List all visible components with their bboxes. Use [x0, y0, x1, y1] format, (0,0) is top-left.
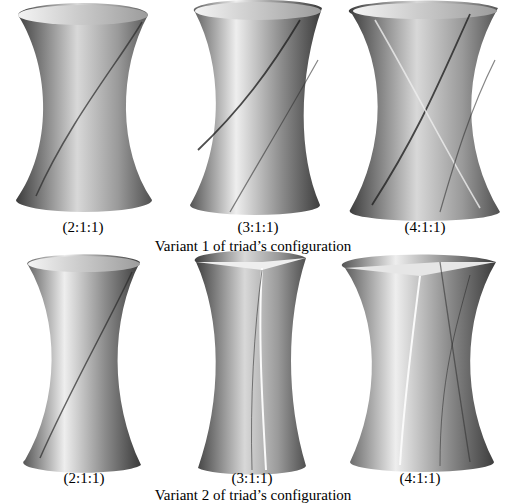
surface-4-1-1-v2 [342, 254, 496, 472]
figure-caption: (4:1:1) [405, 219, 446, 236]
figure-caption: (3:1:1) [232, 470, 273, 487]
group-caption: Variant 1 of triad’s configuration [155, 238, 352, 255]
surface-2-1-1-v2 [23, 254, 141, 472]
surface-2-1-1-v1 [16, 3, 152, 212]
figure-caption: (4:1:1) [400, 470, 441, 487]
surface-3-1-1-v2 [195, 251, 306, 475]
figure-caption: (2:1:1) [63, 219, 104, 236]
figure-caption: (3:1:1) [238, 219, 279, 236]
surface-4-1-1-v1 [349, 1, 500, 221]
surface-3-1-1-v1 [190, 0, 322, 215]
figure-caption: (2:1:1) [64, 470, 105, 487]
group-caption: Variant 2 of triad’s configuration [155, 487, 352, 504]
